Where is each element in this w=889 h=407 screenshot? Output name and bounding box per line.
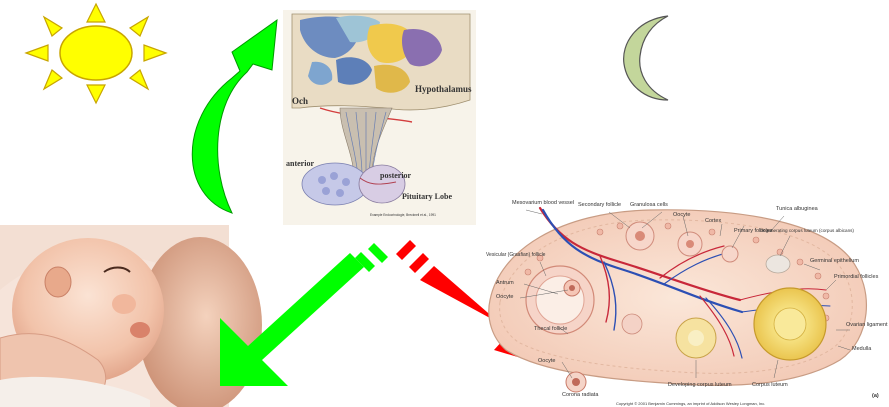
label-antrum: Antrum: [496, 280, 514, 286]
ovary-cross-section-diagram: Mesovarium blood vessel Secondary follic…: [486, 200, 888, 406]
label-cortex: Cortex: [705, 218, 721, 224]
label-germinal-epithelium: Germinal epithelium: [810, 258, 859, 264]
brain-source-caption: Example Endocrinologie, Brecknell et al.…: [370, 213, 436, 217]
anterior-label: anterior: [286, 159, 314, 168]
moon-icon: [623, 15, 669, 101]
label-corona-radiata: Corona radiata: [562, 392, 599, 398]
label-tunica-albuginea: Tunica albuginea: [776, 206, 819, 212]
label-oocyte-bottom: Oocyte: [538, 358, 555, 364]
label-secondary-follicle: Secondary follicle: [578, 202, 621, 208]
hypothalamus-label: Hypothalamus: [415, 84, 472, 94]
label-developing-corpus-luteum: Developing corpus luteum: [668, 382, 732, 388]
curved-green-arrow: [191, 18, 278, 214]
pituitary-lobe-label: Pituitary Lobe: [402, 192, 452, 201]
green-arrow-to-baby: [220, 243, 388, 386]
posterior-label: posterior: [380, 171, 412, 180]
label-corpus-luteum: Corpus luteum: [752, 382, 788, 388]
label-primordial-follicles: Primordial follicles: [834, 274, 879, 280]
label-degenerating-corpus-luteum: Degenerating corpus luteum (corpus albic…: [760, 228, 854, 233]
label-ovarian-ligament: Ovarian ligament: [846, 322, 888, 328]
hypothalamus-pituitary-illustration: Hypothalamus Och anterior posterior Pitu…: [283, 10, 476, 225]
ovary-copyright: Copyright © 2001 Benjamin Cummings, an i…: [616, 401, 765, 406]
label-medulla: Medulla: [852, 346, 872, 352]
label-mesovarium: Mesovarium blood vessel: [512, 200, 574, 206]
label-panel-letter: (a): [872, 393, 879, 399]
label-granulosa-cells: Granulosa cells: [630, 202, 668, 208]
label-thecal-follicle: Thecal follicle: [534, 326, 567, 332]
label-vesicular-follicle: Vesicular (Graafian) follicle: [486, 252, 546, 258]
label-oocyte-left: Oocyte: [496, 294, 513, 300]
label-oocyte-top: Oocyte: [673, 212, 690, 218]
sun-icon: [24, 2, 168, 105]
och-label: Och: [292, 96, 308, 106]
label-primary-follicles: Primary follicles: [734, 228, 773, 234]
